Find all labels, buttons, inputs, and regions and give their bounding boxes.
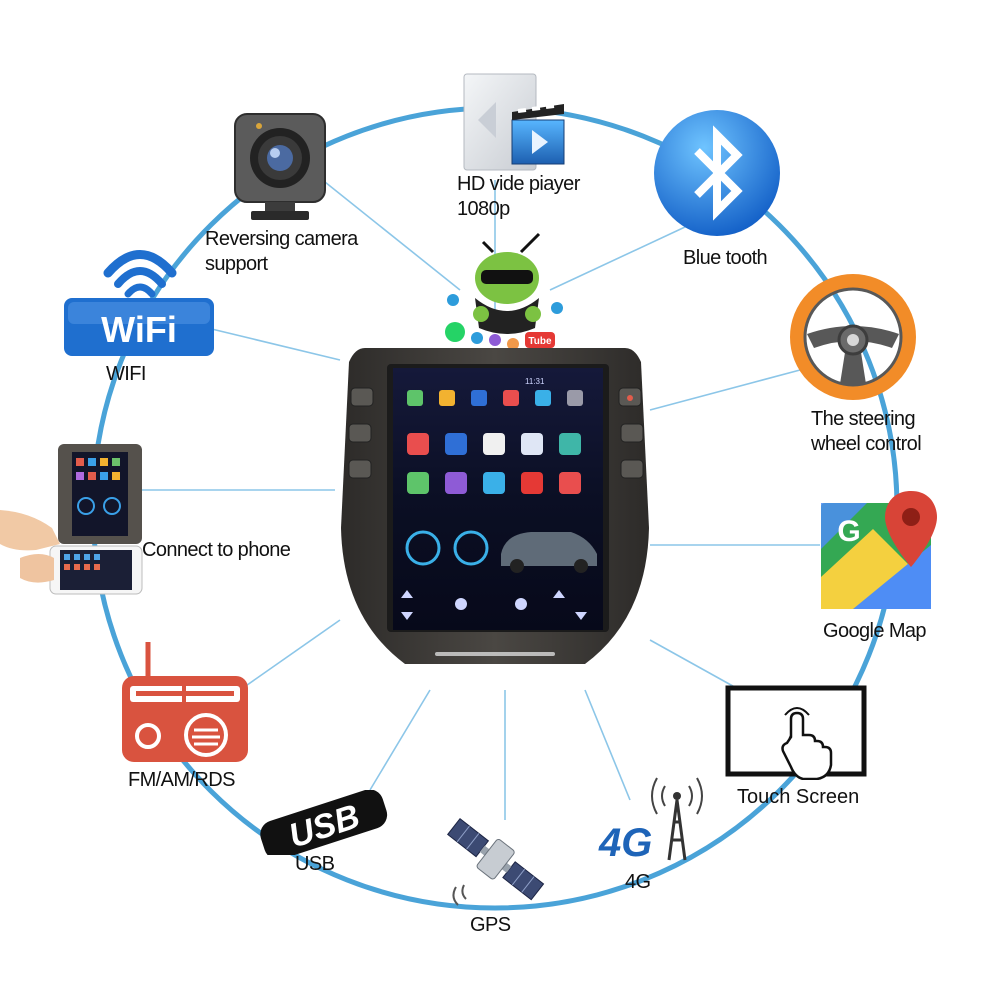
feature-bluetooth-label: Blue tooth — [683, 247, 768, 269]
bluetooth-icon — [654, 110, 780, 236]
google-map-icon: G — [821, 491, 937, 609]
app-grid — [407, 390, 583, 494]
phone-connect-icon — [0, 444, 143, 595]
google-map-logo-text: G — [837, 515, 860, 548]
feature-radio: FM/AM/RDS — [118, 640, 258, 800]
feature-hd-video: HD vide piayer 1080p — [455, 70, 615, 230]
satellite-icon — [446, 817, 545, 906]
steering-wheel-icon — [790, 274, 916, 400]
radio-icon — [122, 642, 248, 762]
feature-reversing-camera: Reversing camera support — [205, 112, 395, 282]
feature-google-map: G Google Map — [815, 485, 975, 650]
head-unit-clock: 11:31 — [525, 377, 545, 386]
feature-google-map-label: Google Map — [823, 620, 927, 642]
usb-logo-text: USB — [284, 797, 364, 855]
feature-radio-label: FM/AM/RDS — [128, 769, 235, 791]
feature-gps: GPS — [440, 815, 550, 945]
feature-reversing-camera-label: Reversing camera support — [205, 228, 358, 275]
feature-usb: USB USB — [255, 790, 395, 885]
head-unit-badge-text: Tube — [528, 336, 552, 347]
cell-tower-icon: 4G — [598, 777, 703, 865]
feature-steering-label: The steering wheel control — [811, 408, 922, 455]
head-unit-graphic: Tube 11:31 — [341, 232, 649, 664]
feature-connect-phone-label: Connect to phone — [142, 539, 291, 561]
feature-wifi-label: WIFI — [106, 363, 146, 385]
camera-icon — [234, 113, 326, 220]
video-player-icon — [463, 73, 565, 171]
feature-usb-label: USB — [295, 853, 335, 875]
feature-steering: The steering wheel control — [785, 272, 960, 462]
usb-icon: USB — [260, 790, 388, 855]
touch-screen-icon — [725, 685, 867, 780]
wifi-logo-text: WiFi — [101, 309, 177, 350]
wifi-icon: WiFi — [64, 250, 214, 356]
feature-connect-phone: Connect to phone — [0, 440, 330, 600]
feature-wifi: WiFi WIFI — [60, 238, 220, 388]
feature-hd-video-label: HD vide piayer 1080p — [457, 173, 580, 220]
feature-touch-screen: Touch Screen — [725, 685, 900, 815]
feature-network: 4G 4G — [595, 770, 725, 895]
android-mascot-icon — [473, 232, 541, 334]
feature-network-label: 4G — [625, 871, 651, 893]
network-logo-text: 4G — [598, 821, 652, 865]
feature-bluetooth: Blue tooth — [645, 108, 795, 278]
head-unit: Tube 11:31 — [335, 228, 655, 688]
feature-gps-label: GPS — [470, 914, 511, 936]
feature-touch-screen-label: Touch Screen — [737, 786, 860, 808]
